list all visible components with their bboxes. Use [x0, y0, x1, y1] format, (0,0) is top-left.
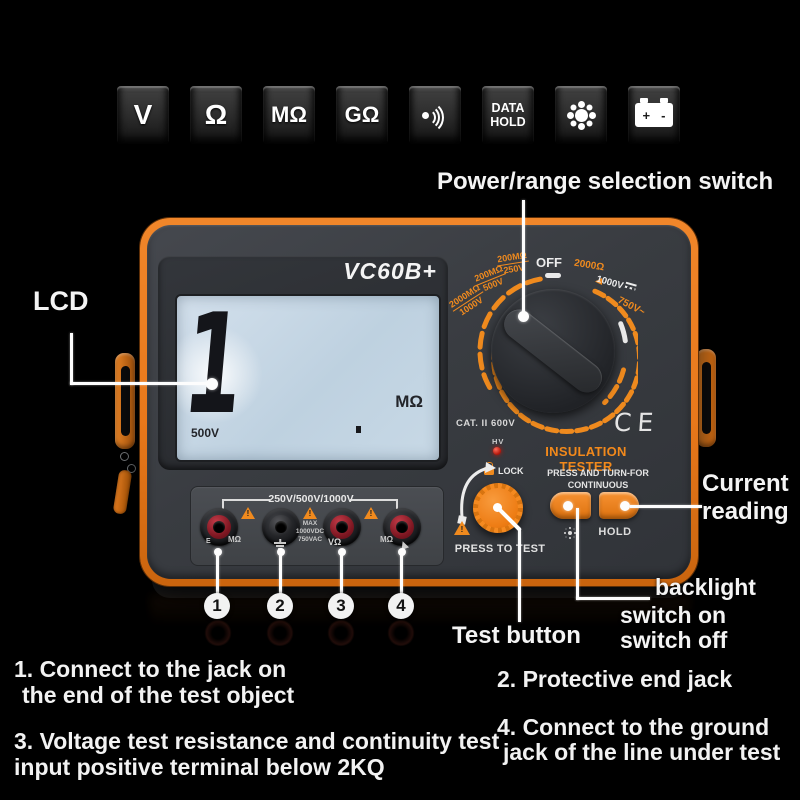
left-stand-notch — [121, 366, 130, 436]
voltage-label: V — [133, 99, 153, 130]
lcd-cursor-dot — [356, 426, 361, 433]
jack-3-vohm[interactable] — [323, 508, 361, 546]
battery-key[interactable]: +- — [628, 86, 680, 144]
callout-dot — [518, 311, 529, 322]
callout-line — [518, 530, 521, 622]
backlight-callout-line3: switch off — [620, 627, 728, 653]
jack-reflection — [266, 620, 294, 646]
callout-dot — [206, 378, 218, 390]
callout-dot — [338, 548, 346, 556]
buzzer-mini-icon — [595, 278, 602, 285]
jack-4-earth[interactable] — [383, 508, 421, 546]
ohm-label: Ω — [204, 99, 228, 130]
callout-line — [340, 554, 343, 594]
hv-label: HV — [492, 437, 505, 446]
gigohm-key[interactable]: GΩ — [336, 86, 388, 144]
lcd-callout-label: LCD — [33, 286, 89, 316]
model-name: VC60B+ — [343, 258, 437, 284]
jack-reflection — [204, 620, 232, 646]
resistance-key[interactable]: Ω — [190, 86, 242, 144]
megohm-key[interactable]: MΩ — [263, 86, 315, 144]
callout-dot — [277, 548, 285, 556]
lcd-reading: 1 — [177, 284, 250, 445]
bracket-tick — [396, 499, 398, 509]
right-stand-notch — [702, 362, 711, 434]
jack-voltage-bracket-label: 250V/500V/1000V — [268, 493, 354, 505]
probe-clip — [112, 469, 133, 515]
note-4-line2: jack of the line under test — [503, 739, 781, 765]
backlight-callout-line1: backlight — [655, 574, 756, 600]
callout-line — [522, 200, 525, 314]
callout-dot — [398, 548, 406, 556]
hv-led-indicator — [493, 447, 501, 455]
turn-direction-arrow — [457, 462, 496, 525]
jack4-label: MΩ — [380, 535, 394, 544]
note-4-line1: 4. Connect to the ground — [497, 714, 770, 740]
note-3-line1: 3. Voltage test resistance and continuit… — [14, 728, 500, 754]
sound-icon — [415, 97, 455, 134]
sun-icon — [574, 108, 588, 122]
callout-dot — [563, 501, 573, 511]
jack1-label: MΩ — [228, 535, 242, 544]
buzzer-key[interactable] — [409, 86, 461, 144]
lcd-unit: MΩ — [395, 392, 423, 411]
test-button-callout-label: Test button — [452, 622, 581, 649]
jack-1-line[interactable] — [200, 508, 238, 546]
note-2: 2. Protective end jack — [497, 666, 733, 692]
chain-link — [127, 464, 136, 473]
jack-number-2: 2 — [267, 593, 293, 619]
lcd-range: 500V — [191, 426, 220, 440]
jack-reflection — [387, 620, 415, 646]
jack-number-4: 4 — [388, 593, 414, 619]
callout-line — [576, 597, 650, 600]
dial-label-off: OFF — [536, 255, 562, 270]
callout-line — [216, 554, 219, 594]
reflection — [150, 594, 690, 636]
chain-link — [120, 452, 129, 461]
press-to-test-label: PRESS TO TEST — [454, 543, 546, 555]
note-1-line1: 1. Connect to the jack on — [14, 656, 287, 682]
callout-line — [70, 382, 212, 385]
battery-icon: +- — [635, 98, 673, 127]
cat-rating: CAT. II 600V — [456, 418, 516, 429]
bracket-tick — [222, 499, 224, 509]
power-switch-callout-label: Power/range selection switch — [437, 168, 774, 195]
max-rating-label: MAX 1000VDC 750VAC — [295, 520, 325, 543]
lcd-display: 1 MΩ 500V — [175, 284, 441, 462]
callout-line — [400, 554, 403, 594]
callout-line — [576, 508, 579, 600]
voltage-key[interactable]: V — [117, 86, 169, 144]
bracket-line — [350, 499, 398, 501]
backlight-mini-icon — [568, 531, 572, 535]
note-1-line2: the end of the test object — [22, 682, 295, 708]
jack-number-3: 3 — [328, 593, 354, 619]
megohm-label: MΩ — [271, 102, 307, 127]
dc-symbol — [623, 282, 637, 295]
jack3-label: VΩ — [328, 537, 342, 547]
callout-dot — [214, 548, 222, 556]
ce-mark: CE — [612, 408, 661, 437]
backlight-callout-line2: switch on — [620, 602, 727, 628]
device-title: INSULATION TESTER — [545, 444, 627, 474]
jack-reflection — [327, 620, 355, 646]
callout-dot — [620, 501, 630, 511]
jack-2-guard[interactable] — [262, 508, 300, 546]
callout-line — [630, 505, 702, 508]
note-3-line2: input positive terminal below 2KQ — [14, 754, 385, 780]
backlight-key[interactable] — [555, 86, 607, 144]
lock-label: LOCK — [498, 466, 524, 476]
callout-line — [70, 333, 73, 385]
hold-label: HOLD — [598, 526, 632, 538]
jack-number-1: 1 — [204, 593, 230, 619]
bracket-line — [222, 499, 270, 501]
callout-line — [279, 554, 282, 594]
gigohm-label: GΩ — [344, 102, 380, 127]
jack1-symbol: E — [206, 538, 211, 545]
